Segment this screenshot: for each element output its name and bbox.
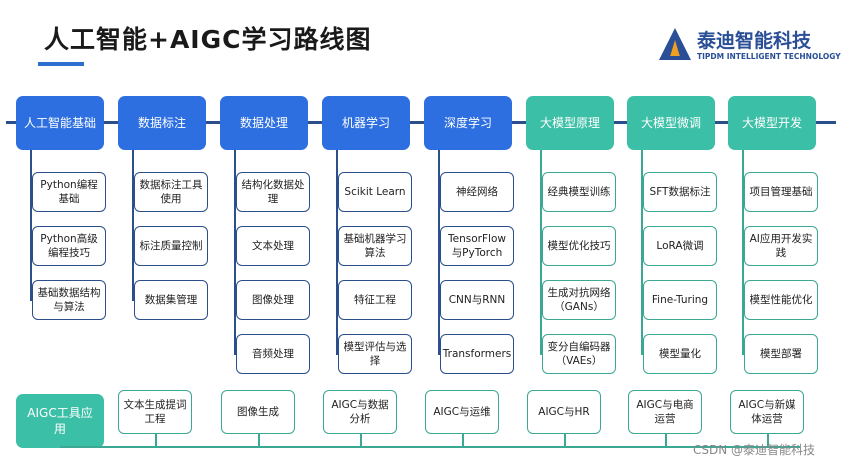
aigc-drop-line [155,434,157,446]
topic-box: TensorFlow与PyTorch [440,226,514,266]
main-connector-line [6,121,836,124]
stage-node-2: 数据标注 [118,96,206,150]
column-spine-line [641,150,643,354]
topic-box: 结构化数据处理 [236,172,310,212]
stage-node-3: 数据处理 [220,96,308,150]
aigc-drop-line [258,434,260,446]
topic-box: 经典模型训练 [542,172,616,212]
topic-box: Fine-Turing [643,280,717,320]
topic-box: SFT数据标注 [643,172,717,212]
topic-box: 数据标注工具使用 [134,172,208,212]
aigc-topic-box: AIGC与运维 [425,390,499,434]
aigc-topic-box: 文本生成提词工程 [118,390,192,434]
topic-box: 特征工程 [338,280,412,320]
topic-box: 文本处理 [236,226,310,266]
logo-subtitle: TIPDM INTELLIGENT TECHNOLOGY [697,52,841,61]
aigc-topic-box: AIGC与HR [527,390,601,434]
topic-box: 生成对抗网络（GANs） [542,280,616,320]
aigc-topic-box: AIGC与新媒体运营 [730,390,804,434]
topic-box: Scikit Learn [338,172,412,212]
topic-box: AI应用开发实践 [744,226,818,266]
column-spine-line [336,150,338,354]
aigc-drop-line [462,434,464,446]
aigc-drop-line [564,434,566,446]
watermark: CSDN @泰迪智能科技 [693,443,816,457]
aigc-connector-line [60,446,800,448]
topic-box: 模型评估与选择 [338,334,412,374]
aigc-topic-box: AIGC与数据分析 [323,390,397,434]
topic-box: 基础数据结构与算法 [32,280,106,320]
stage-node-8: 大模型开发 [728,96,816,150]
topic-box: CNN与RNN [440,280,514,320]
topic-box: 基础机器学习算法 [338,226,412,266]
aigc-tools-node: AIGC工具应用 [16,394,104,448]
topic-box: 模型部署 [744,334,818,374]
logo-name: 泰迪智能科技 [697,30,812,52]
aigc-drop-line [767,434,769,446]
topic-box: LoRA微调 [643,226,717,266]
topic-box: 图像处理 [236,280,310,320]
aigc-drop-line [665,434,667,446]
topic-box: 项目管理基础 [744,172,818,212]
topic-box: Python编程基础 [32,172,106,212]
stage-node-6: 大模型原理 [526,96,614,150]
title-underline [38,62,84,66]
stage-node-4: 机器学习 [322,96,410,150]
topic-box: Transformers [440,334,514,374]
aigc-drop-line [360,434,362,446]
company-logo: 泰迪智能科技 TIPDM INTELLIGENT TECHNOLOGY [657,26,841,66]
topic-box: 数据集管理 [134,280,208,320]
topic-box: 模型量化 [643,334,717,374]
stage-node-5: 深度学习 [424,96,512,150]
column-spine-line [438,150,440,354]
topic-box: 变分自编码器（VAEs） [542,334,616,374]
column-spine-line [742,150,744,354]
topic-box: 音频处理 [236,334,310,374]
aigc-topic-box: AIGC与电商运营 [628,390,702,434]
tipdm-logo-icon [659,28,691,60]
topic-box: Python高级编程技巧 [32,226,106,266]
column-spine-line [132,150,134,300]
stage-node-7: 大模型微调 [627,96,715,150]
page-title: 人工智能+AIGC学习路线图 [44,25,372,54]
column-spine-line [540,150,542,354]
stage-node-1: 人工智能基础 [16,96,104,150]
column-spine-line [30,150,32,300]
topic-box: 模型性能优化 [744,280,818,320]
topic-box: 标注质量控制 [134,226,208,266]
aigc-topic-box: 图像生成 [221,390,295,434]
topic-box: 模型优化技巧 [542,226,616,266]
topic-box: 神经网络 [440,172,514,212]
column-spine-line [234,150,236,354]
